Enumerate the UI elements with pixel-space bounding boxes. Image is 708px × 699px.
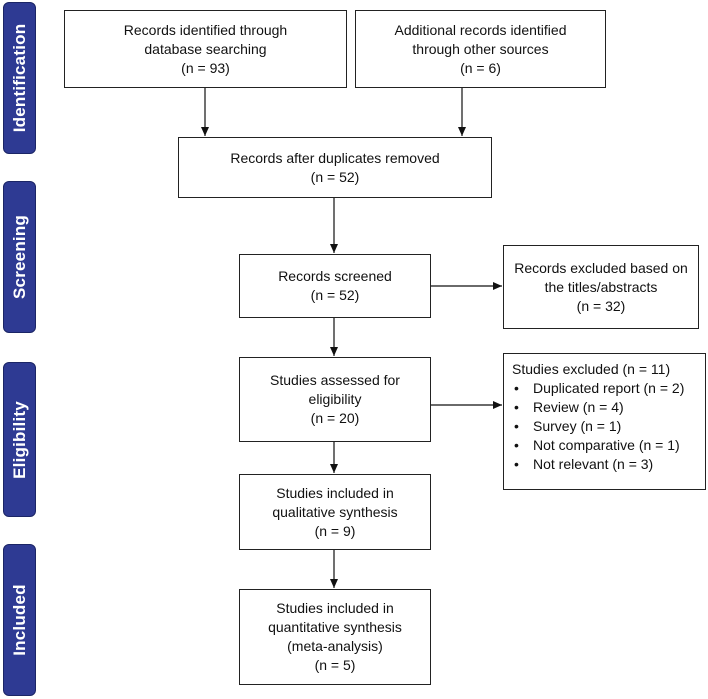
- phase-included-label: Included: [9, 584, 29, 656]
- box-other-line-2: through other sources: [412, 40, 549, 57]
- box-qualitative-line-2: qualitative synthesis: [272, 503, 398, 520]
- box-quantitative-count: (n = 5): [314, 657, 356, 673]
- box-duplicates-line-1: Records after duplicates removed: [230, 149, 440, 166]
- box-assessed-line-2: eligibility: [308, 391, 362, 407]
- list-item: Not comparative (n = 1): [512, 436, 684, 455]
- studies-excluded-title: Studies excluded (n = 11): [512, 361, 671, 377]
- box-other-sources: Additional records identified through ot…: [355, 10, 606, 88]
- box-other-line-1: Additional records identified: [394, 21, 567, 38]
- box-qualitative-count: (n = 9): [314, 522, 356, 539]
- box-quantitative-synthesis: Studies included in quantitative synthes…: [239, 589, 431, 685]
- box-records-screened: Records screened (n = 52): [239, 254, 431, 318]
- box-database-count: (n = 93): [181, 59, 230, 76]
- phase-identification: Identification: [3, 2, 36, 154]
- list-item: Not relevant (n = 3): [512, 455, 684, 474]
- box-duplicates-removed: Records after duplicates removed (n = 52…: [178, 137, 492, 198]
- box-database-line-1: Records identified through: [123, 21, 288, 38]
- box-quantitative-line-1: Studies included in: [276, 600, 394, 616]
- phase-included: Included: [3, 544, 36, 696]
- box-studies-excluded: Studies excluded (n = 11) Duplicated rep…: [503, 353, 706, 490]
- box-quantitative-line-3: (meta-analysis): [287, 638, 383, 654]
- studies-excluded-list: Duplicated report (n = 2) Review (n = 4)…: [512, 379, 684, 474]
- box-excluded-line-1: Records excluded based on: [514, 259, 688, 276]
- box-database-line-2: database searching: [144, 40, 267, 57]
- box-assessed-count: (n = 20): [310, 410, 360, 426]
- box-other-count: (n = 6): [460, 59, 501, 76]
- list-item: Review (n = 4): [512, 398, 684, 417]
- phase-eligibility-label: Eligibility: [9, 400, 29, 479]
- phase-screening-label: Screening: [9, 215, 29, 299]
- list-item: Survey (n = 1): [512, 417, 684, 436]
- box-quantitative-line-2: quantitative synthesis: [268, 619, 402, 635]
- phase-eligibility: Eligibility: [3, 362, 36, 517]
- box-qualitative-synthesis: Studies included in qualitative synthesi…: [239, 474, 431, 550]
- box-excluded-count: (n = 32): [576, 297, 626, 314]
- box-records-excluded: Records excluded based on the titles/abs…: [503, 245, 699, 329]
- box-qualitative-line-1: Studies included in: [276, 484, 394, 501]
- box-duplicates-count: (n = 52): [310, 168, 360, 185]
- box-excluded-line-2: the titles/abstracts: [544, 278, 658, 295]
- box-studies-assessed: Studies assessed for eligibility (n = 20…: [239, 357, 431, 442]
- box-screened-line-1: Records screened: [278, 268, 392, 284]
- box-screened-count: (n = 52): [310, 287, 360, 303]
- phase-screening: Screening: [3, 181, 36, 333]
- list-item: Duplicated report (n = 2): [512, 379, 684, 398]
- box-database-records: Records identified through database sear…: [64, 10, 347, 88]
- phase-identification-label: Identification: [9, 23, 29, 133]
- box-assessed-line-1: Studies assessed for: [270, 372, 400, 388]
